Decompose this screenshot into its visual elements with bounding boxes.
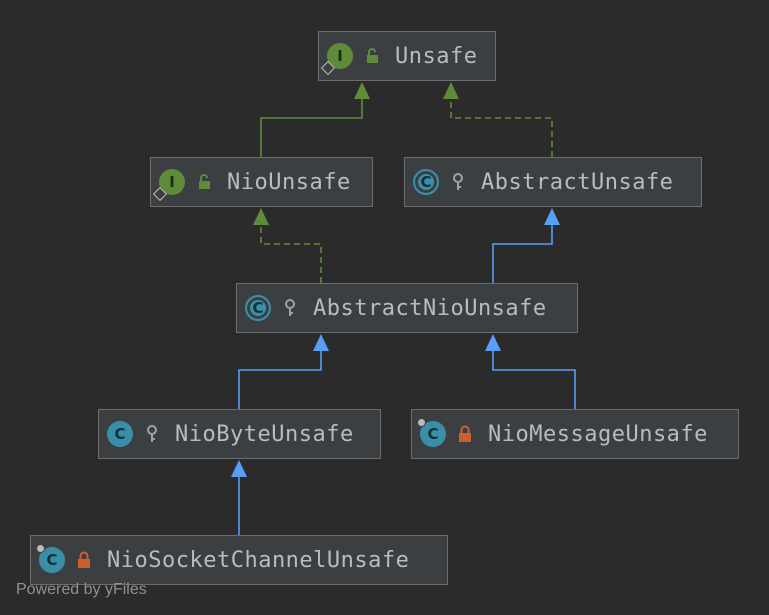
interface-icon: I (152, 169, 185, 202)
powered-by-footer: Powered by yFiles (16, 581, 147, 598)
final-marker-icon (417, 418, 426, 427)
edge-niosocketchannelunsafe-to-niobyteunsafe[interactable] (231, 460, 247, 535)
node-niomessageunsafe[interactable]: C NioMessageUnsafe (411, 409, 739, 459)
node-abstractniounsafe[interactable]: C AbstractNioUnsafe (236, 283, 578, 333)
padlock-icon (75, 547, 93, 573)
final-class-icon: C (417, 418, 446, 447)
class-name: AbstractNioUnsafe (313, 295, 547, 321)
diamond-marker-icon (320, 60, 336, 76)
unlocked-padlock-icon (195, 169, 213, 195)
edge-niobyteunsafe-to-abstractniounsafe[interactable] (238, 334, 329, 409)
node-unsafe[interactable]: I Unsafe (318, 31, 496, 81)
abstract-class-icon: C (413, 169, 439, 195)
edge-niomessageunsafe-to-abstractniounsafe[interactable] (485, 334, 576, 409)
class-name: NioUnsafe (227, 169, 351, 195)
padlock-icon (456, 421, 474, 447)
class-name: NioByteUnsafe (175, 421, 354, 447)
class-name: NioSocketChannelUnsafe (107, 547, 410, 573)
node-niobyteunsafe[interactable]: C NioByteUnsafe (98, 409, 381, 459)
key-icon (281, 295, 299, 321)
class-name: AbstractUnsafe (481, 169, 674, 195)
unlocked-padlock-icon (363, 43, 381, 69)
class-icon: C (107, 421, 133, 447)
node-niounsafe[interactable]: I NioUnsafe (150, 157, 373, 207)
class-name: Unsafe (395, 43, 478, 69)
final-class-icon: C (36, 544, 65, 573)
abstract-class-icon: C (245, 295, 271, 321)
key-icon (143, 421, 161, 447)
final-marker-icon (36, 544, 45, 553)
edge-abstractunsafe-to-unsafe[interactable] (443, 82, 553, 157)
edge-abstractniounsafe-to-abstractunsafe[interactable] (492, 208, 560, 283)
key-icon (449, 169, 467, 195)
interface-icon: I (320, 43, 353, 76)
node-niosocketchannelunsafe[interactable]: C NioSocketChannelUnsafe (30, 535, 448, 585)
edge-abstractniounsafe-to-niounsafe[interactable] (253, 208, 322, 283)
class-name: NioMessageUnsafe (488, 421, 708, 447)
node-abstractunsafe[interactable]: C AbstractUnsafe (404, 157, 702, 207)
diamond-marker-icon (152, 186, 168, 202)
edge-niounsafe-to-unsafe[interactable] (260, 82, 370, 157)
